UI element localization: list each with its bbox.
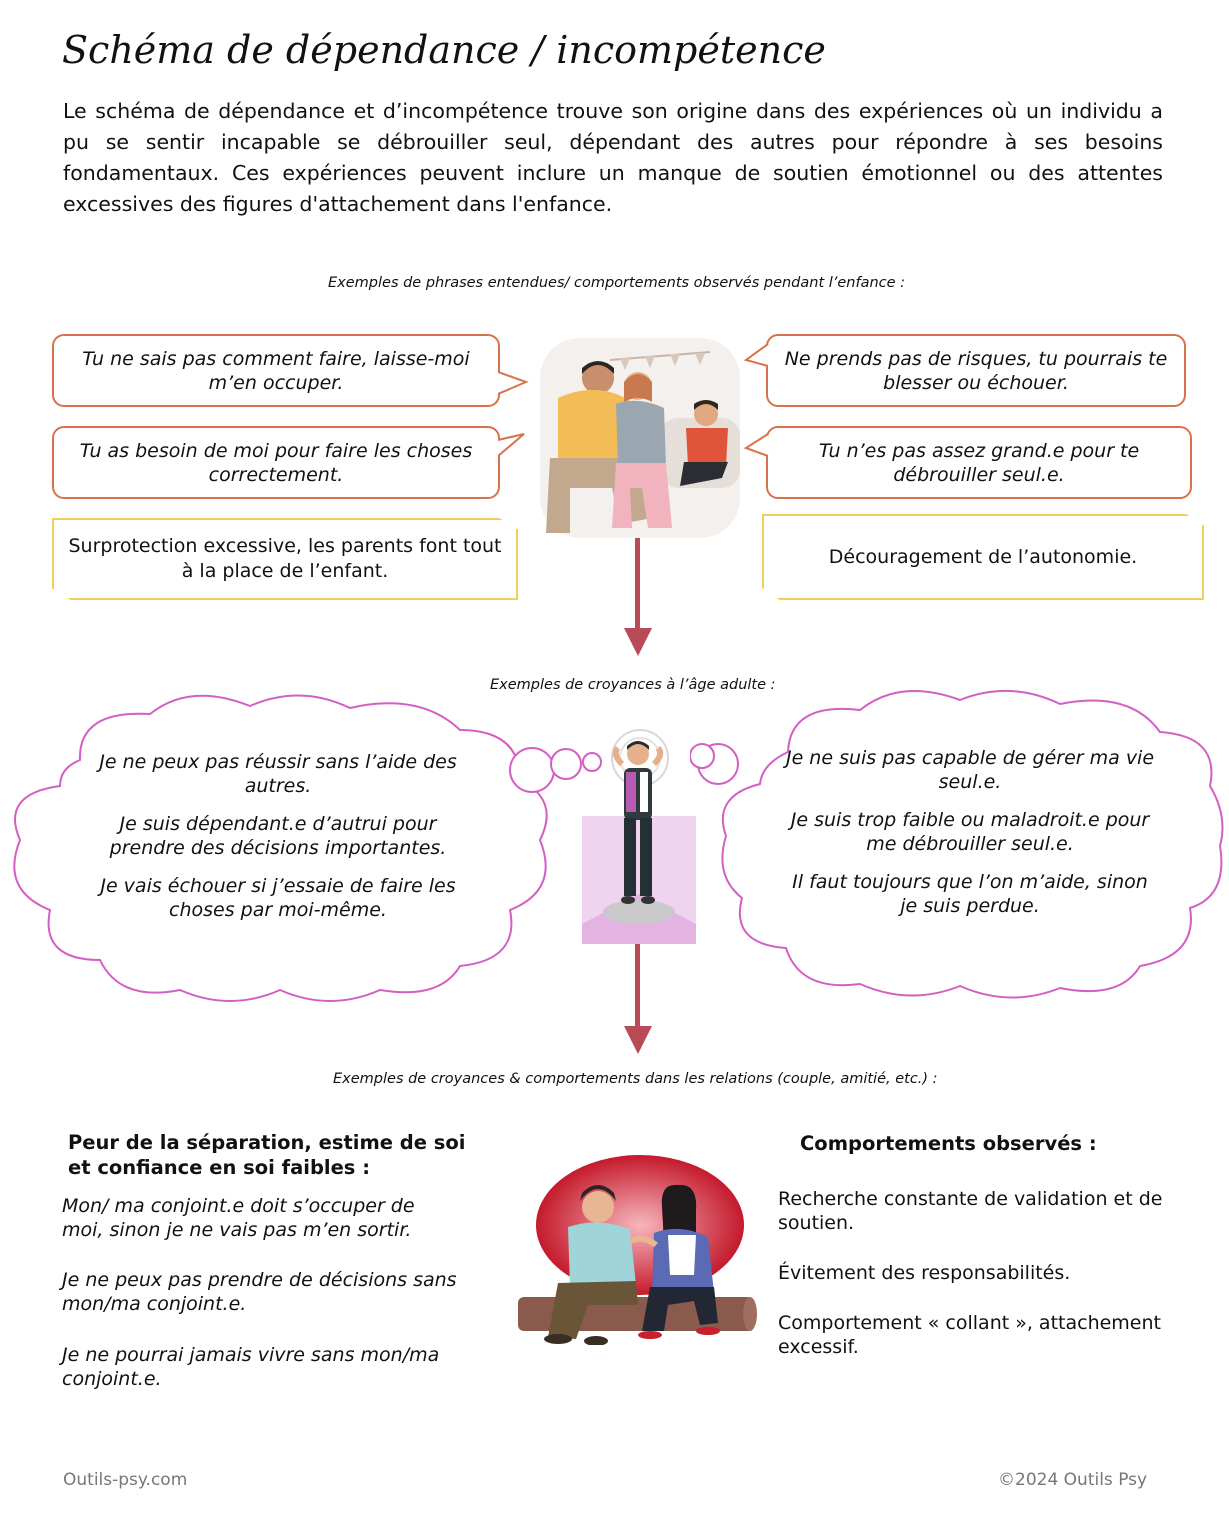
section2-caption: Exemples de croyances à l’âge adulte : [490, 677, 776, 693]
right-heading: Comportements observés : [800, 1132, 1097, 1155]
section1-caption: Exemples de phrases entendues/ comportem… [328, 275, 906, 291]
relationship-belief: Je ne pourrai jamais vivre sans mon/ma c… [62, 1344, 440, 1390]
footer-copyright: ©2024 Outils Psy [998, 1470, 1148, 1490]
speech-bubble: Tu ne sais pas comment faire, laisse-moi… [52, 334, 500, 407]
relationship-belief: Je ne peux pas prendre de décisions sans… [62, 1269, 457, 1315]
bubble-tail [744, 343, 769, 367]
speech-bubble: Tu as besoin de moi pour faire les chose… [52, 426, 500, 499]
footer-site: Outils-psy.com [63, 1470, 188, 1490]
cloud-left-text: Je ne peux pas réussir sans l’aide des a… [88, 750, 468, 936]
thought-cloud-right [690, 689, 1224, 999]
sticky-note: Découragement de l’autonomie. [762, 514, 1204, 600]
section3-caption: Exemples de croyances & comportements da… [333, 1071, 938, 1087]
family-illustration [540, 338, 740, 538]
anxious-person-illustration [582, 729, 696, 944]
bubble-tail [498, 371, 529, 395]
bubble-tail [744, 433, 769, 457]
page-title: Schéma de dépendance / incompétence [62, 28, 826, 72]
left-heading: Peur de la séparation, estime de soi et … [68, 1131, 466, 1179]
belief-text: Je suis trop faible ou maladroit.e pour … [790, 809, 1150, 855]
relationship-belief: Mon/ ma conjoint.e doit s’occuper de moi… [62, 1195, 415, 1241]
down-arrow [624, 944, 652, 1054]
belief-text: Je vais échouer si j’essaie de faire les… [100, 875, 456, 921]
observed-behavior: Recherche constante de validation et de … [778, 1188, 1163, 1234]
down-arrow [624, 538, 652, 656]
cloud-right-text: Je ne suis pas capable de gérer ma vie s… [782, 746, 1158, 932]
observed-behavior: Évitement des responsabilités. [778, 1262, 1071, 1284]
belief-text: Je ne peux pas réussir sans l’aide des a… [99, 751, 457, 797]
couple-illustration [518, 1155, 757, 1345]
belief-text: Je suis dépendant.e d’autrui pour prendr… [109, 813, 447, 859]
belief-text: Il faut toujours que l’on m’aide, sinon … [792, 871, 1148, 917]
thought-cloud-left [13, 694, 602, 1002]
bubble-tail [498, 433, 525, 457]
speech-bubble: Ne prends pas de risques, tu pourrais te… [766, 334, 1186, 407]
observed-behavior: Comportement « collant », attachement ex… [778, 1312, 1161, 1358]
speech-bubble: Tu n’es pas assez grand.e pour te débrou… [766, 426, 1192, 499]
belief-text: Je ne suis pas capable de gérer ma vie s… [785, 747, 1155, 793]
intro-paragraph: Le schéma de dépendance et d’incompétenc… [63, 99, 1163, 216]
sticky-note: Surprotection excessive, les parents fon… [52, 518, 518, 600]
